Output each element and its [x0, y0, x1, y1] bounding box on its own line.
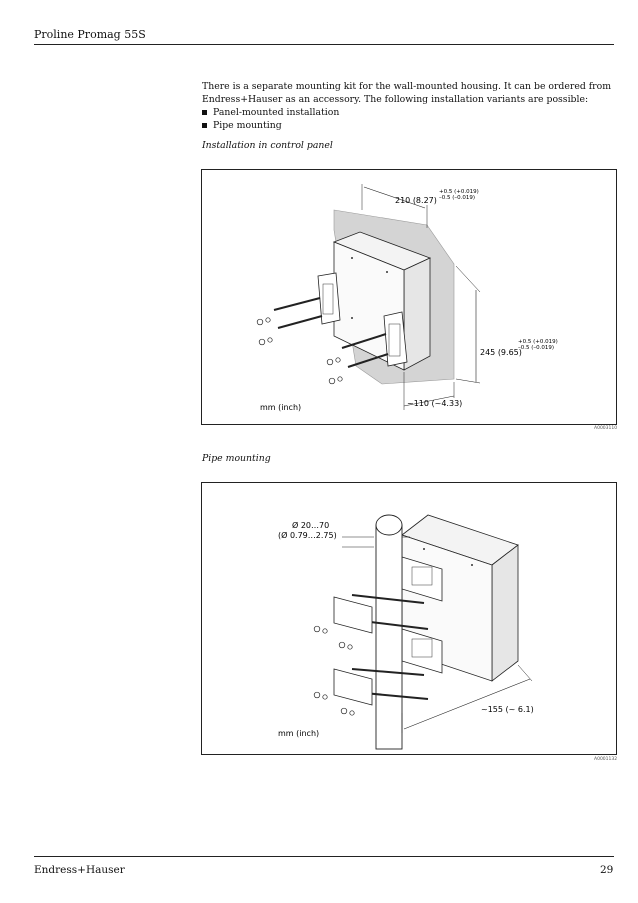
dim-depth-label: ~155 (~ 6.1): [481, 705, 534, 714]
right-bracket: [383, 311, 408, 367]
dim-height-tol-upper: +0.5 (+0.019): [518, 339, 558, 345]
clamp-plate-upper: [333, 596, 373, 634]
panel-installation-drawing: 210 (8.27) +0.5 (+0.019) –0.5 (–0.019) 2…: [256, 184, 558, 412]
intro-section: There is a separate mounting kit for the…: [202, 80, 616, 132]
dim-diameter-label: Ø 20…70: [292, 520, 329, 530]
figure2-caption: Pipe mounting: [202, 453, 271, 464]
pipe: [375, 514, 403, 750]
figure1-id: A0003110: [594, 426, 618, 431]
units-label: mm (inch): [260, 403, 301, 412]
dim-width-tol-upper: +0.5 (+0.019): [439, 189, 479, 195]
page-number: 29: [600, 864, 614, 876]
clamp-plate-lower: [333, 668, 373, 706]
footer-rule: [34, 856, 614, 857]
figure-panel-installation: 210 (8.27) +0.5 (+0.019) –0.5 (–0.019) 2…: [201, 169, 617, 425]
variant-item-panel: Panel-mounted installation: [202, 106, 616, 119]
figure1-caption: Installation in control panel: [202, 140, 333, 151]
pipe-mounting-drawing: Ø 20…70 (Ø 0.79…2.75) ~155 (~ 6.1) mm (i…: [278, 514, 534, 750]
dim-width-tol-lower: –0.5 (–0.019): [439, 195, 475, 201]
dim-depth-label: ~110 (~4.33): [407, 399, 462, 408]
dim-width-label: 210 (8.27): [395, 196, 437, 205]
figure2-id: A0001132: [594, 757, 618, 762]
dim-height-label: 245 (9.65): [480, 348, 522, 357]
dim-height-tol-lower: –0.5 (–0.019): [518, 345, 554, 351]
left-bracket: [317, 272, 341, 325]
dim-diameter-inch-label: (Ø 0.79…2.75): [278, 530, 337, 540]
footer-brand: Endress+Hauser: [34, 864, 125, 876]
header-title: Proline Promag 55S: [34, 28, 146, 41]
units-label: mm (inch): [278, 729, 319, 738]
figure-pipe-mounting: Ø 20…70 (Ø 0.79…2.75) ~155 (~ 6.1) mm (i…: [201, 482, 617, 755]
variant-item-pipe: Pipe mounting: [202, 119, 616, 132]
header-rule: [34, 44, 614, 45]
intro-paragraph: There is a separate mounting kit for the…: [202, 81, 612, 105]
variant-list: Panel-mounted installation Pipe mounting: [202, 106, 616, 132]
